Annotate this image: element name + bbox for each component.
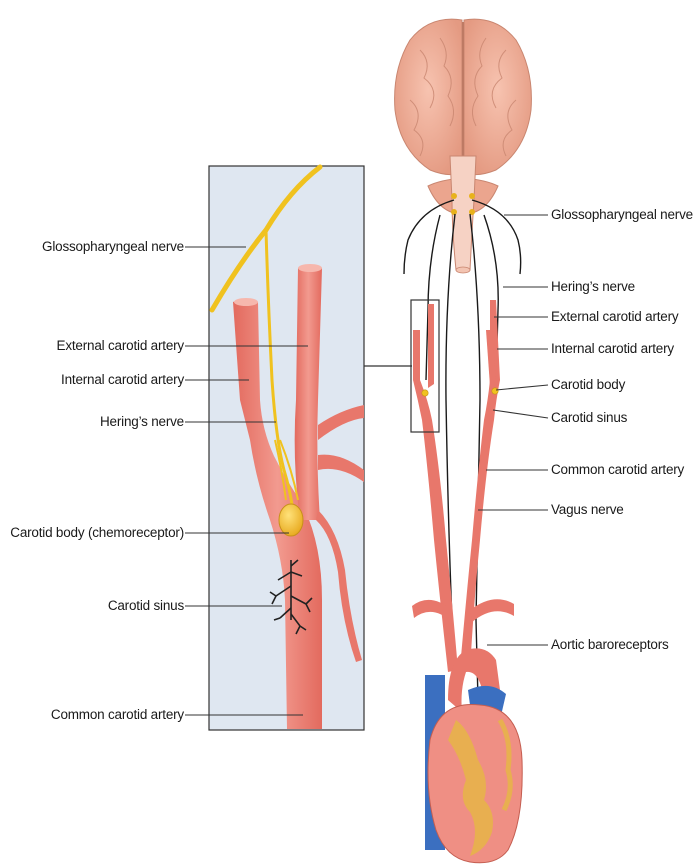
left-carotid-body [422, 390, 428, 396]
brain [395, 19, 532, 273]
label-left-herings-nerve: Hering’s nerve [100, 414, 184, 430]
label-right-internal-carotid-artery: Internal carotid artery [551, 341, 674, 357]
nerves-overview [404, 200, 521, 700]
label-left-carotid-body: Carotid body (chemoreceptor) [10, 525, 184, 541]
label-right-herings-nerve: Hering’s nerve [551, 279, 635, 295]
right-carotid-body [492, 388, 498, 394]
label-right-carotid-sinus: Carotid sinus [551, 410, 627, 426]
brain-left-hemisphere [395, 19, 462, 174]
label-right-common-carotid-artery: Common carotid artery [551, 462, 684, 478]
label-right-glossopharyngeal-nerve: Glossopharyngeal nerve [551, 207, 693, 223]
label-right-external-carotid-artery: External carotid artery [551, 309, 678, 325]
brainstem-nucleus [451, 193, 457, 199]
label-left-external-carotid-artery: External carotid artery [57, 338, 184, 354]
carotid-inset [209, 166, 364, 730]
label-right-aortic-baroreceptors: Aortic baroreceptors [551, 637, 669, 653]
left-external-carotid [428, 304, 434, 388]
inset-carotid-body [279, 504, 303, 536]
heart [425, 648, 522, 862]
label-left-carotid-sinus: Carotid sinus [108, 598, 184, 614]
glossopharyngeal-nerve-left [404, 200, 454, 274]
label-left-internal-carotid-artery: Internal carotid artery [61, 372, 184, 388]
brain-right-hemisphere [464, 19, 531, 174]
label-right-carotid-body: Carotid body [551, 377, 625, 393]
inset-external-carotid-artery [295, 265, 322, 520]
label-right-vagus-nerve: Vagus nerve [551, 502, 624, 518]
label-left-common-carotid-artery: Common carotid artery [51, 707, 184, 723]
label-left-glossopharyngeal-nerve: Glossopharyngeal nerve [42, 239, 184, 255]
